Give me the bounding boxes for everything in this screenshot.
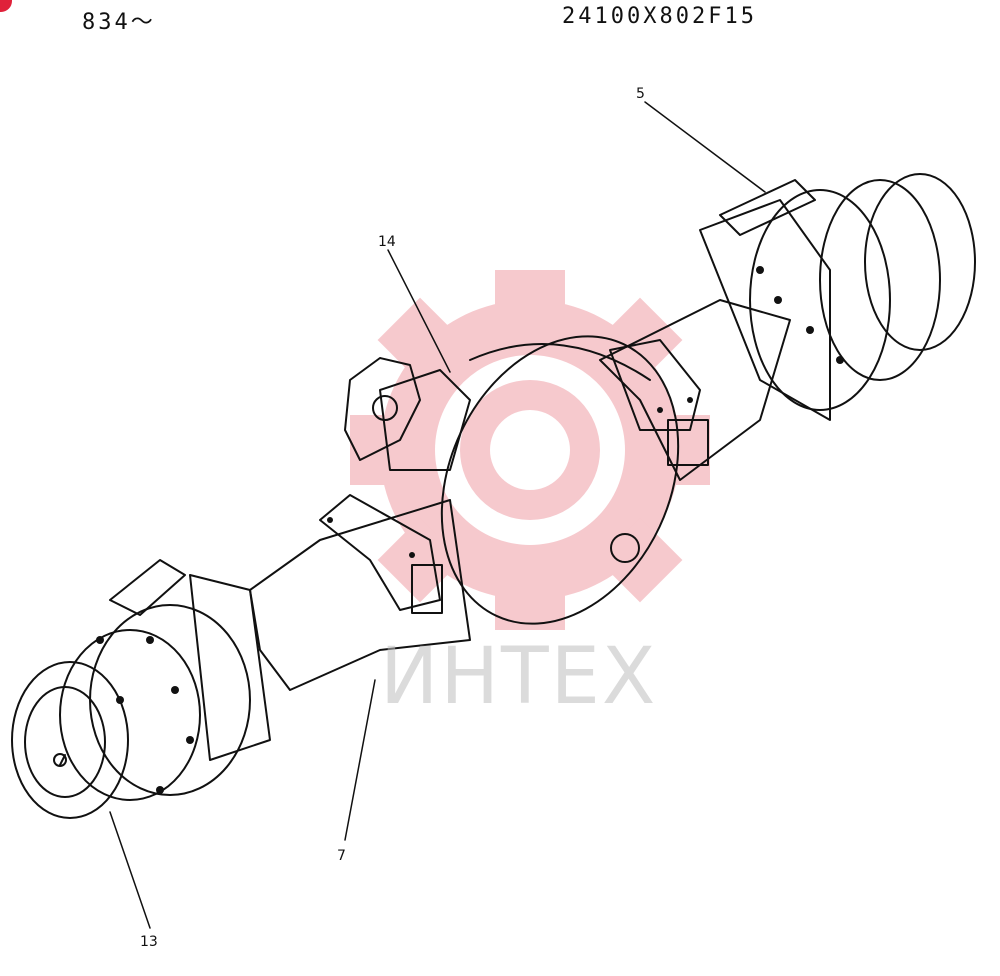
bracket-slots-left xyxy=(411,564,443,614)
leader-7 xyxy=(344,679,376,841)
brake-drum-right xyxy=(749,189,891,411)
hub-right-backplate xyxy=(699,199,831,421)
leader-5 xyxy=(644,101,766,193)
flange-center xyxy=(372,395,398,421)
axle-beam-left xyxy=(249,499,471,691)
leader-14 xyxy=(387,249,451,373)
companion-flange xyxy=(344,357,421,461)
caliper-left xyxy=(109,559,186,616)
planetary-hub-left xyxy=(59,629,201,801)
callout-14: 14 xyxy=(378,234,396,250)
bracket-slots-right xyxy=(667,419,709,466)
leader-13 xyxy=(109,811,151,929)
axle-beam-right xyxy=(599,299,791,481)
hub-cover-left xyxy=(24,686,106,798)
housing-top-edge xyxy=(469,343,651,381)
watermark-text: ИНТЕХ xyxy=(380,632,658,722)
brake-drum-left xyxy=(89,604,251,796)
bolts xyxy=(96,266,844,794)
planetary-hub-right xyxy=(819,179,941,381)
hub-plug-left xyxy=(53,753,67,767)
drain-plug xyxy=(610,533,640,563)
watermark-gear-icon xyxy=(350,270,710,630)
callout-5: 5 xyxy=(636,86,645,102)
part-number: 24100X802F15 xyxy=(562,4,757,29)
callout-7: 7 xyxy=(337,848,346,864)
serial-range: 834～ xyxy=(82,10,156,35)
callout-13: 13 xyxy=(140,934,158,950)
wheel-flange-left xyxy=(11,661,129,819)
pinion-housing xyxy=(379,369,471,471)
spring-pad-right xyxy=(609,339,701,431)
spring-pad-left xyxy=(319,494,441,611)
caliper-right xyxy=(719,179,816,236)
hub-left-backplate xyxy=(189,574,271,761)
wheel-flange-right xyxy=(864,173,976,351)
